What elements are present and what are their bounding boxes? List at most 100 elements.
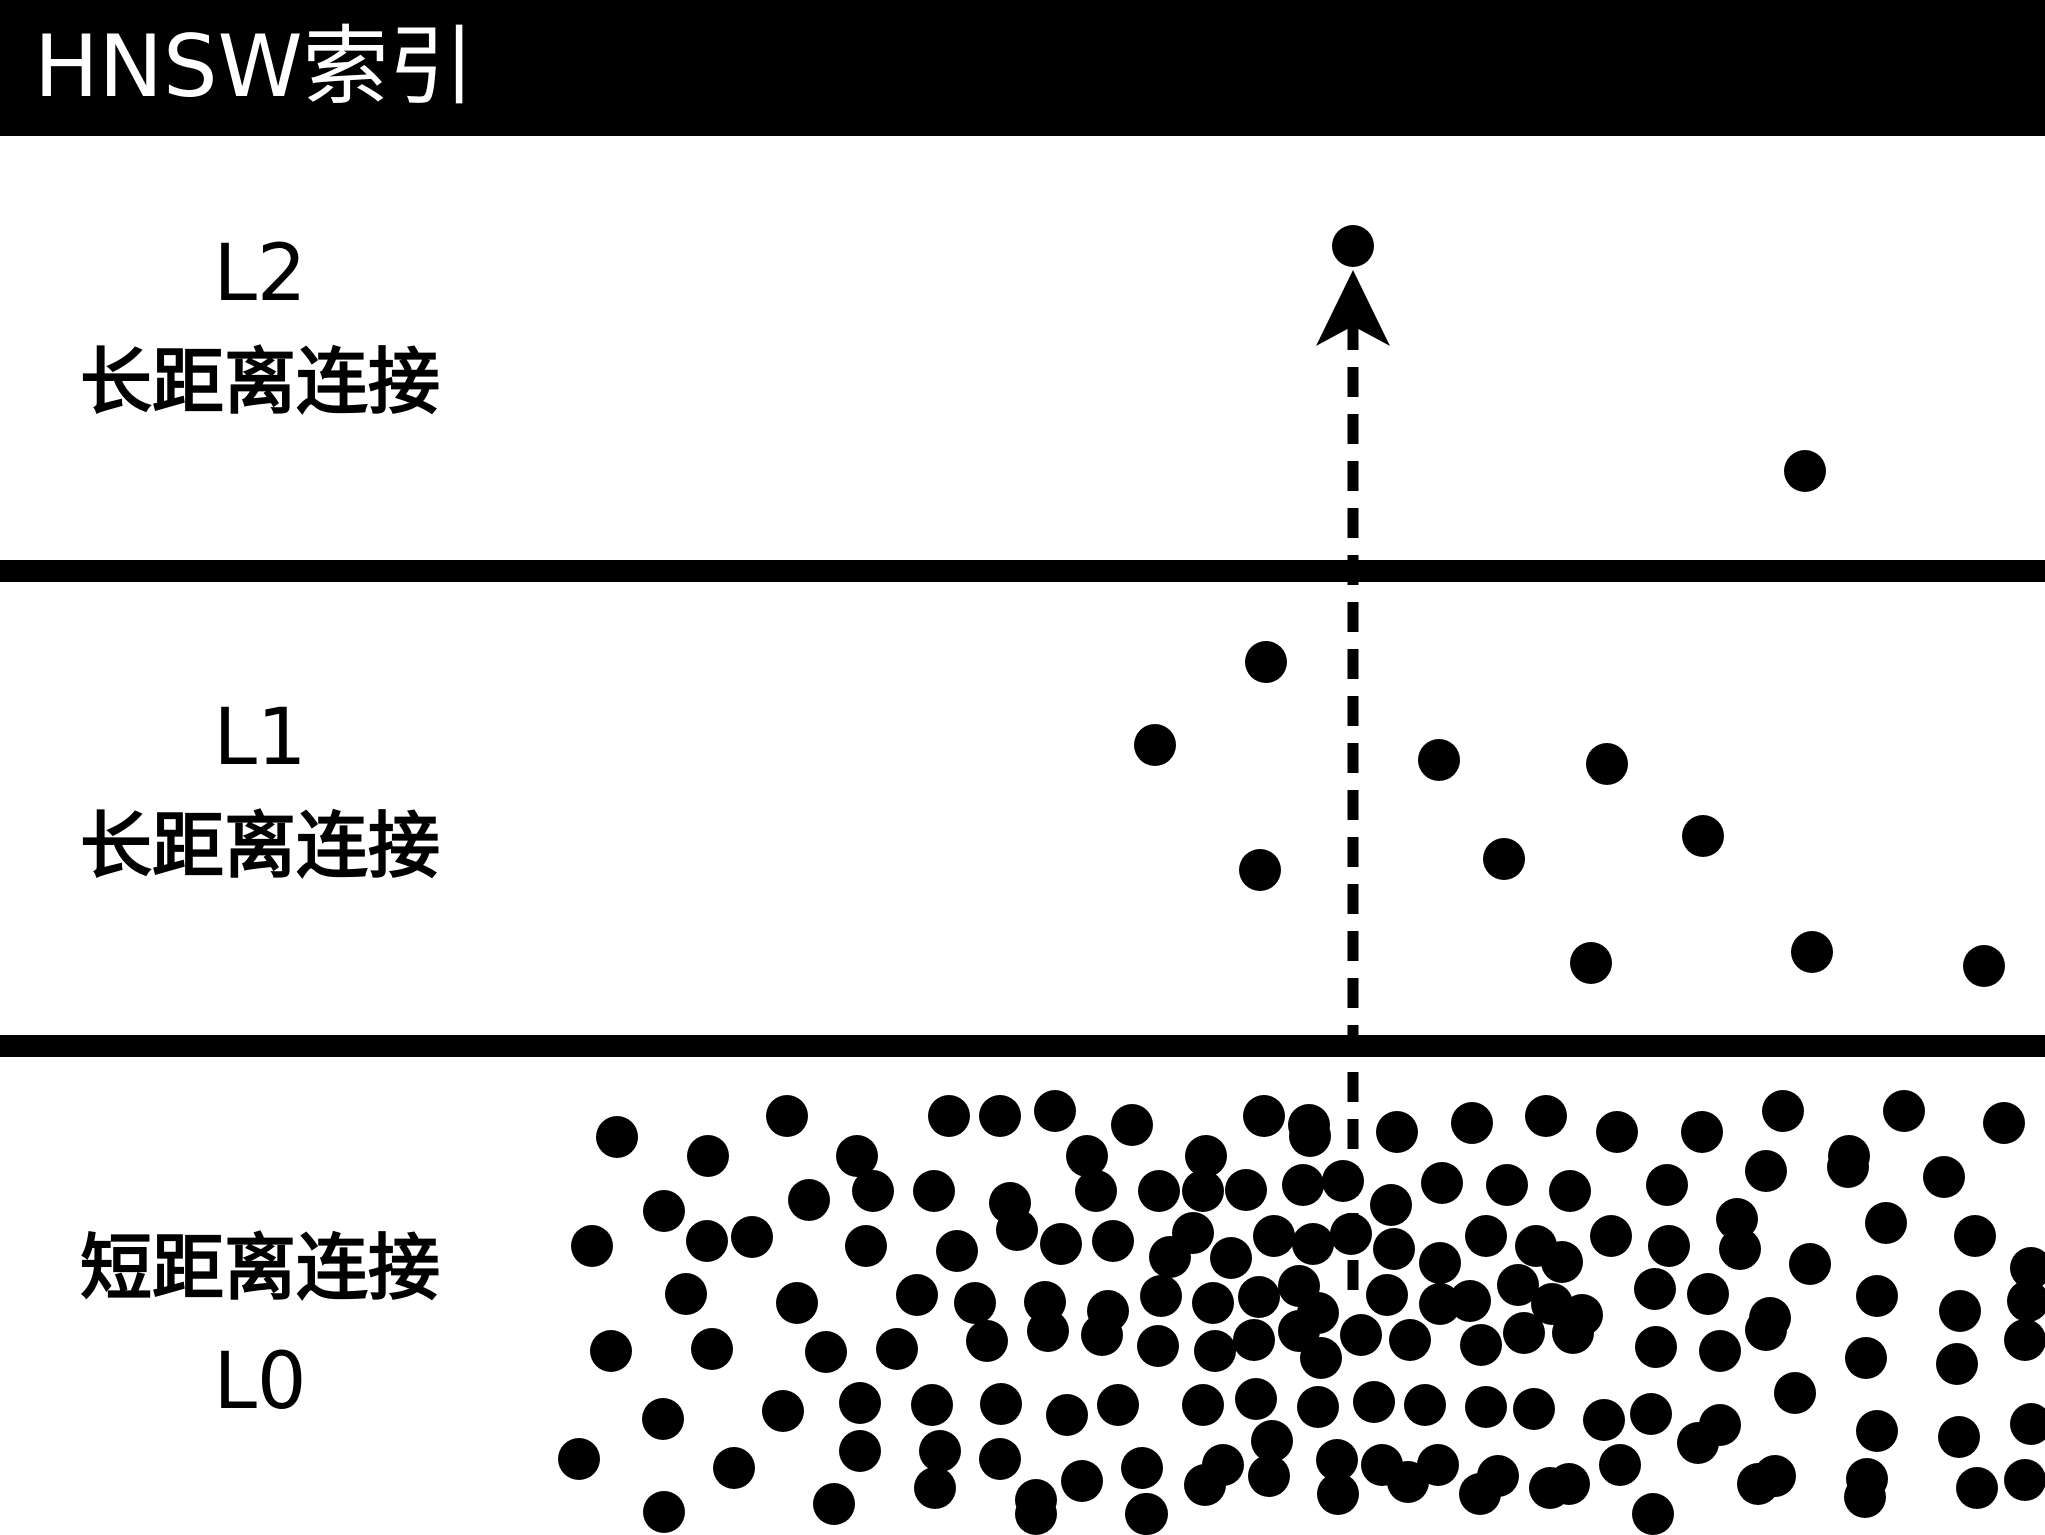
node-l0-131 xyxy=(1774,1372,1816,1414)
node-l0-149 xyxy=(1599,1444,1641,1486)
node-l0-167 xyxy=(1737,1463,1779,1505)
node-l0-139 xyxy=(979,1438,1021,1480)
node-l0-4 xyxy=(852,1170,894,1212)
node-l0-112 xyxy=(1936,1343,1978,1385)
node-l0-3 xyxy=(836,1135,878,1177)
node-l0-47 xyxy=(996,1209,1038,1251)
node-l0-91 xyxy=(590,1330,632,1372)
node-l0-8 xyxy=(1034,1090,1076,1132)
node-l0-110 xyxy=(1745,1309,1787,1351)
node-l0-163 xyxy=(1387,1461,1429,1503)
node-l0-46 xyxy=(936,1230,978,1272)
node-l0-114 xyxy=(642,1398,684,1440)
node-l2-0 xyxy=(1332,225,1374,267)
node-l0-68 xyxy=(665,1273,707,1315)
node-l0-153 xyxy=(1956,1467,1998,1509)
node-l0-58 xyxy=(1465,1215,1507,1257)
node-l0-154 xyxy=(2004,1459,2045,1501)
node-l0-71 xyxy=(954,1282,996,1324)
node-l0-74 xyxy=(1140,1275,1182,1317)
node-l0-164 xyxy=(1459,1473,1501,1515)
node-l0-53 xyxy=(1253,1215,1295,1257)
node-l0-107 xyxy=(1552,1312,1594,1354)
node-l1-7 xyxy=(1791,931,1833,973)
node-l0-108 xyxy=(1635,1326,1677,1368)
node-l0-22 xyxy=(1983,1102,2025,1144)
layer-label-l0: L0 xyxy=(213,1337,307,1427)
node-l0-60 xyxy=(1541,1241,1583,1283)
node-l0-29 xyxy=(1138,1170,1180,1212)
node-l0-2 xyxy=(766,1095,808,1137)
node-l0-129 xyxy=(1630,1393,1672,1435)
node-l0-102 xyxy=(1300,1337,1342,1379)
node-l0-126 xyxy=(1465,1386,1507,1428)
node-l0-64 xyxy=(1789,1243,1831,1285)
node-l0-143 xyxy=(1251,1420,1293,1462)
node-l0-61 xyxy=(1590,1215,1632,1257)
node-l0-15 xyxy=(1451,1102,1493,1144)
layer-caption-l1: 长距离连接 xyxy=(79,804,440,888)
node-l0-75 xyxy=(1192,1282,1234,1324)
node-l0-144 xyxy=(1316,1439,1358,1481)
node-l0-124 xyxy=(1353,1381,1395,1423)
node-l0-116 xyxy=(839,1382,881,1424)
node-l1-9 xyxy=(1963,945,2005,987)
dashed-arrow-head xyxy=(1316,270,1390,346)
node-l0-11 xyxy=(1243,1095,1285,1137)
node-l0-111 xyxy=(1845,1337,1887,1379)
node-l0-65 xyxy=(1865,1202,1907,1244)
layer-separator-2 xyxy=(0,1035,2045,1057)
node-l0-36 xyxy=(1486,1164,1528,1206)
title-bar: HNSW索引 xyxy=(0,0,2045,136)
node-l0-25 xyxy=(788,1179,830,1221)
node-l0-13 xyxy=(1289,1115,1331,1157)
node-l0-26 xyxy=(913,1170,955,1212)
node-l0-132 xyxy=(1856,1410,1898,1452)
node-l0-0 xyxy=(596,1116,638,1158)
node-l0-7 xyxy=(928,1095,970,1137)
node-l0-38 xyxy=(1646,1164,1688,1206)
node-l0-120 xyxy=(1097,1384,1139,1426)
node-l0-121 xyxy=(1182,1384,1224,1426)
node-l0-32 xyxy=(1282,1164,1324,1206)
node-l1-3 xyxy=(1586,743,1628,785)
node-l0-123 xyxy=(1297,1386,1339,1428)
node-l0-168 xyxy=(1846,1458,1888,1500)
node-l0-160 xyxy=(1184,1464,1226,1506)
node-l0-69 xyxy=(776,1282,818,1324)
node-l0-76 xyxy=(1238,1276,1280,1318)
node-l0-95 xyxy=(966,1320,1008,1362)
node-l0-40 xyxy=(1745,1150,1787,1192)
node-l0-117 xyxy=(911,1384,953,1426)
node-l0-42 xyxy=(1923,1156,1965,1198)
layer-caption-l0: 短距离连接 xyxy=(79,1226,440,1310)
node-l0-119 xyxy=(1046,1394,1088,1436)
node-l0-155 xyxy=(643,1491,685,1533)
node-l0-109 xyxy=(1699,1330,1741,1372)
node-l0-6 xyxy=(1066,1135,1108,1177)
node-l0-5 xyxy=(979,1095,1021,1137)
node-l0-135 xyxy=(558,1438,600,1480)
layer-label-l1: L1 xyxy=(213,693,307,783)
node-l0-86 xyxy=(1687,1273,1729,1315)
node-l0-30 xyxy=(1182,1170,1224,1212)
node-l0-157 xyxy=(914,1467,956,1509)
node-l0-34 xyxy=(1370,1184,1412,1226)
node-l0-56 xyxy=(1373,1228,1415,1270)
node-l0-122 xyxy=(1235,1378,1277,1420)
node-l1-4 xyxy=(1682,815,1724,857)
node-l2-1 xyxy=(1784,450,1826,492)
node-l0-140 xyxy=(1061,1460,1103,1502)
node-l0-106 xyxy=(1503,1312,1545,1354)
node-l0-21 xyxy=(1883,1090,1925,1132)
node-l0-55 xyxy=(1330,1213,1372,1255)
node-l0-33 xyxy=(1322,1160,1364,1202)
node-l0-138 xyxy=(919,1430,961,1472)
node-l0-57 xyxy=(1419,1242,1461,1284)
node-l0-44 xyxy=(731,1216,773,1258)
node-l0-1 xyxy=(687,1135,729,1177)
node-l0-49 xyxy=(1092,1220,1134,1262)
node-l0-104 xyxy=(1389,1319,1431,1361)
node-l0-127 xyxy=(1513,1388,1555,1430)
node-l1-6 xyxy=(1239,849,1281,891)
